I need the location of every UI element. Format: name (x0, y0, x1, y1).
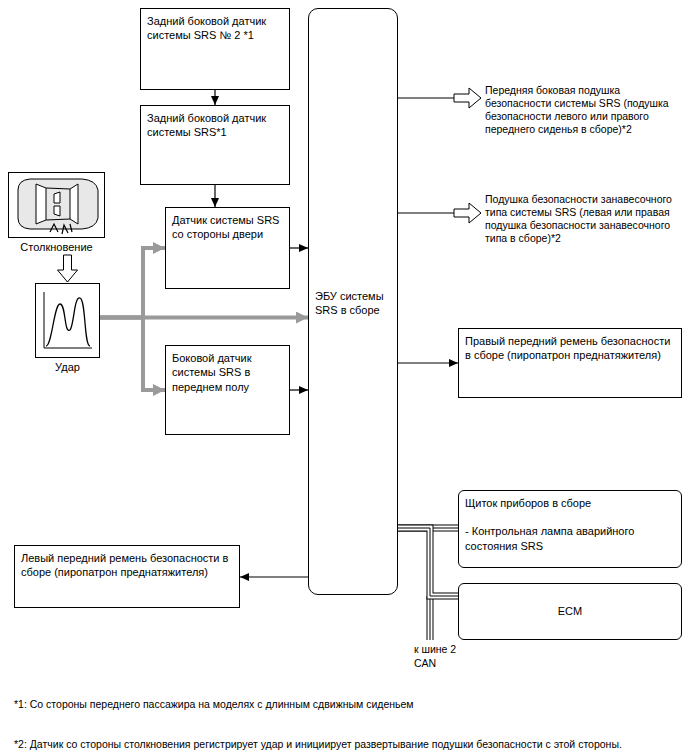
ecu-box: ЭБУ системы SRS в сборе (308, 8, 398, 595)
output-box: Правый передний ремень безопасности в сб… (458, 328, 682, 398)
connector (100, 318, 165, 391)
node-text: Задний боковой датчик системы SRS*1 (147, 111, 283, 140)
car-illustration (18, 179, 98, 234)
connector (290, 248, 308, 249)
output-box: Левый передний ремень безопасности в сбо… (14, 545, 240, 608)
can-bus-stub (430, 596, 431, 641)
impact-frame: Удар (35, 283, 100, 374)
frame (8, 172, 105, 238)
sensor-box: Боковой датчик системы SRS в переднем по… (165, 345, 290, 435)
connector (398, 363, 458, 364)
connector (398, 98, 481, 99)
can-bus-line (398, 528, 458, 596)
connector (100, 248, 165, 318)
airbag-label: Передняя боковая подушка безопасности си… (485, 84, 683, 137)
collision-frame: Столкновение (8, 172, 105, 254)
node-text: Передняя боковая подушка безопасности си… (485, 84, 683, 137)
node-text: Правый передний ремень безопасности в сб… (465, 334, 675, 363)
node-subtext: - Контрольная лампа аварийного состояния… (465, 524, 675, 553)
connector (215, 90, 216, 105)
sensor-box: Датчик системы SRS со стороны двери (165, 207, 290, 289)
node-text: Удар (35, 360, 100, 374)
node-text: Столкновение (8, 240, 105, 254)
node-text: Щиток приборов в сборе (465, 496, 675, 510)
sensor-box: Задний боковой датчик системы SRS*1 (140, 105, 290, 185)
node-text: Датчик системы SRS со стороны двери (172, 213, 283, 242)
connector (398, 213, 481, 214)
node-text: Боковой датчик системы SRS в переднем по… (172, 351, 283, 394)
frame (35, 283, 100, 358)
connector (67, 256, 68, 282)
node-text: ECM (558, 604, 582, 618)
connector (215, 185, 216, 207)
connector (290, 390, 308, 391)
node-text: Подушка безопасности занавесочного типа … (485, 193, 683, 246)
sensor-box: Задний боковой датчик системы SRS № 2 *1 (140, 8, 290, 90)
node-text: Задний боковой датчик системы SRS № 2 *1 (147, 14, 283, 43)
footnote: *1: Со стороны переднего пассажира на мо… (14, 698, 679, 712)
impact-graph (44, 292, 92, 348)
node-text: ЭБУ системы SRS в сборе (315, 289, 391, 318)
footnote: *2: Датчик со стороны столкновения регис… (14, 738, 679, 752)
airbag-label: Подушка безопасности занавесочного типа … (485, 193, 683, 246)
ecm-box: ECM (458, 583, 682, 640)
connector (240, 577, 308, 578)
bus-label: к шине 2 CAN (414, 643, 470, 670)
meter-box: Щиток приборов в сборе - Контрольная ламп… (458, 490, 682, 568)
node-text: Левый передний ремень безопасности в сбо… (21, 551, 233, 580)
